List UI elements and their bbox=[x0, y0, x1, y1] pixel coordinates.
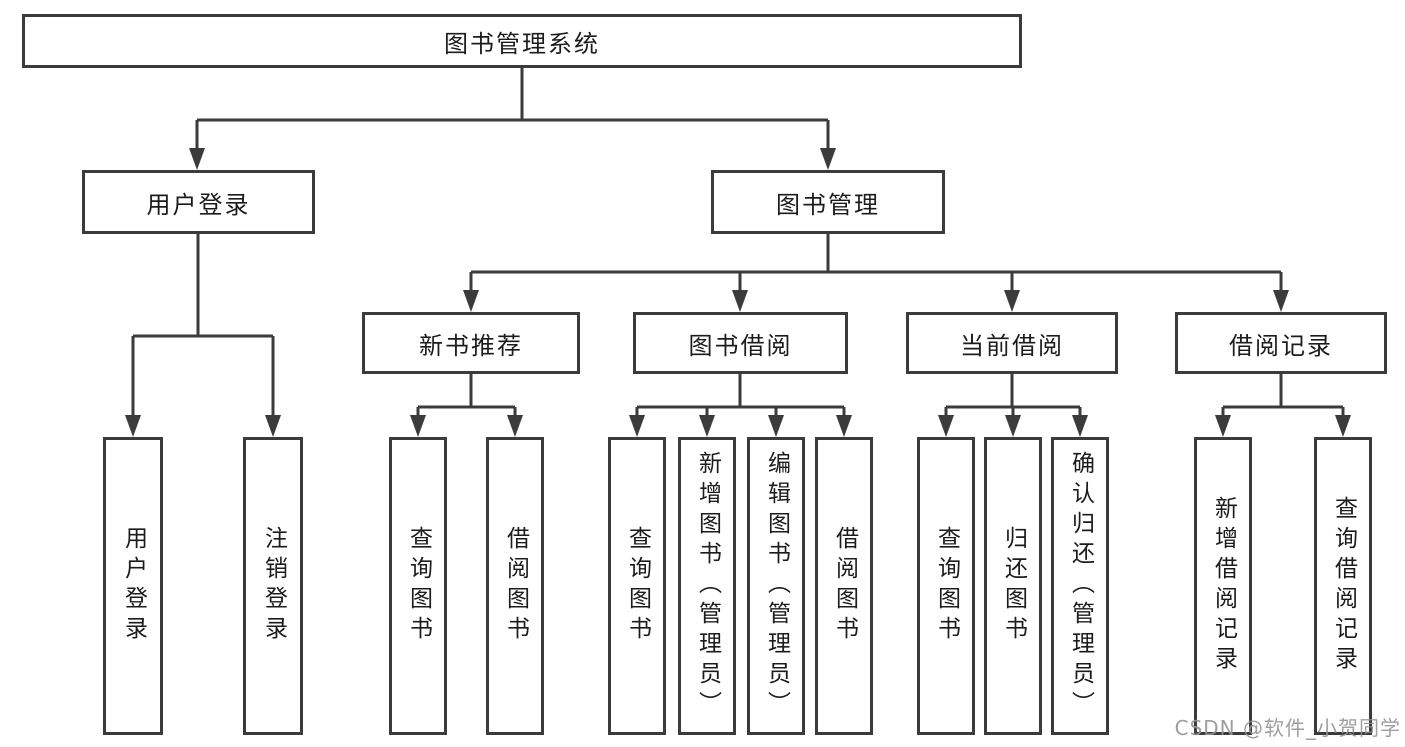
leaf-label: 借阅图书 bbox=[502, 526, 529, 646]
node-label: 图书借阅 bbox=[688, 331, 793, 360]
leaf-label: 用户登录 bbox=[120, 526, 147, 646]
node-library-management-system: 图书管理系统 bbox=[22, 14, 1022, 68]
leaf-logout: 注销登录 bbox=[243, 437, 303, 735]
leaf-label: 确认归还（管理员） bbox=[1067, 451, 1094, 721]
node-label: 图书管理系统 bbox=[444, 29, 600, 58]
node-book-management: 图书管理 bbox=[711, 170, 945, 234]
leaf-query-books-1: 查询图书 bbox=[389, 437, 447, 735]
leaf-add-borrow-record: 新增借阅记录 bbox=[1194, 437, 1252, 735]
leaf-query-books-3: 查询图书 bbox=[917, 437, 975, 735]
leaf-label: 注销登录 bbox=[260, 526, 287, 646]
leaf-label: 新增图书（管理员） bbox=[694, 451, 721, 721]
leaf-confirm-return-admin: 确认归还（管理员） bbox=[1051, 437, 1109, 735]
leaf-return-books: 归还图书 bbox=[984, 437, 1042, 735]
leaf-label: 查询图书 bbox=[624, 526, 651, 646]
node-new-book-recommend: 新书推荐 bbox=[362, 312, 580, 374]
node-label: 借阅记录 bbox=[1229, 331, 1333, 360]
leaf-label: 查询图书 bbox=[933, 526, 960, 646]
leaf-user-login: 用户登录 bbox=[103, 437, 163, 735]
leaf-borrow-books-2: 借阅图书 bbox=[815, 437, 873, 735]
node-label: 图书管理 bbox=[776, 190, 880, 219]
node-user-login: 用户登录 bbox=[82, 170, 315, 234]
leaf-edit-books-admin: 编辑图书（管理员） bbox=[747, 437, 805, 735]
leaf-label: 编辑图书（管理员） bbox=[763, 451, 790, 721]
node-label: 新书推荐 bbox=[419, 331, 523, 360]
leaf-query-borrow-record: 查询借阅记录 bbox=[1314, 437, 1372, 735]
leaf-query-books-2: 查询图书 bbox=[608, 437, 666, 735]
leaf-label: 查询图书 bbox=[405, 526, 432, 646]
leaf-label: 借阅图书 bbox=[831, 526, 858, 646]
leaf-label: 归还图书 bbox=[1000, 526, 1027, 646]
node-current-borrowing: 当前借阅 bbox=[906, 312, 1118, 374]
node-label: 当前借阅 bbox=[960, 331, 1064, 360]
leaf-borrow-books-1: 借阅图书 bbox=[486, 437, 544, 735]
watermark: CSDN @软件_小贺同学 bbox=[1174, 716, 1401, 740]
node-borrowing-records: 借阅记录 bbox=[1175, 312, 1387, 374]
node-book-borrowing: 图书借阅 bbox=[633, 312, 848, 374]
node-label: 用户登录 bbox=[146, 190, 251, 219]
leaf-label: 查询借阅记录 bbox=[1330, 496, 1357, 676]
leaf-label: 新增借阅记录 bbox=[1210, 496, 1237, 676]
leaf-add-books-admin: 新增图书（管理员） bbox=[678, 437, 736, 735]
